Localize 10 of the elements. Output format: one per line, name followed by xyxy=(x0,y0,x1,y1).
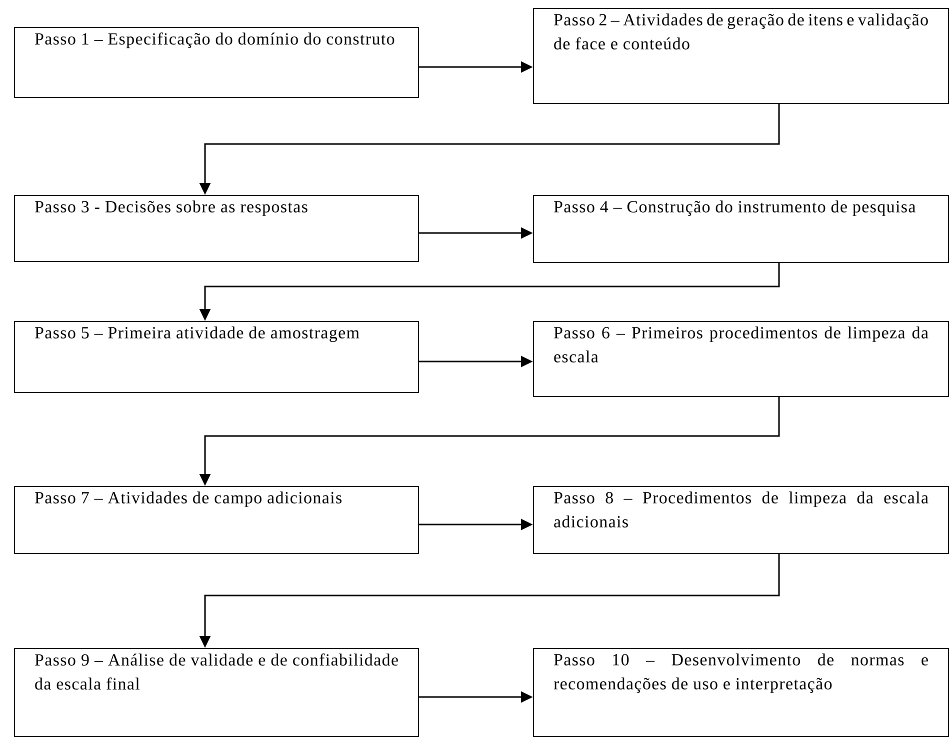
step-box: Passo 6 – Primeiros procedimentos de limpeza da escala xyxy=(533,321,949,397)
step-box: Passo 9 – Análise de validade e de confiabilidade da escala final xyxy=(14,648,419,737)
step-box: Passo 8 – Procedimentos de limpeza da escala adicionais xyxy=(533,486,949,554)
step-box: Passo 4 – Construção do instrumento de pesquisa xyxy=(533,195,949,263)
step-box: Passo 1 – Especificação do domínio do construto xyxy=(14,27,419,98)
step-box: Passo 2 – Atividades de geração de itens e validação de face e conteúdo xyxy=(533,8,949,104)
step-box: Passo 7 – Atividades de campo adicionais xyxy=(14,486,419,554)
step-box: Passo 5 – Primeira atividade de amostragem xyxy=(14,321,419,393)
step-box: Passo 3 - Decisões sobre as respostas xyxy=(14,195,419,262)
step-box: Passo 10 – Desenvolvimento de normas e recomendações de uso e interpretação xyxy=(533,648,949,737)
